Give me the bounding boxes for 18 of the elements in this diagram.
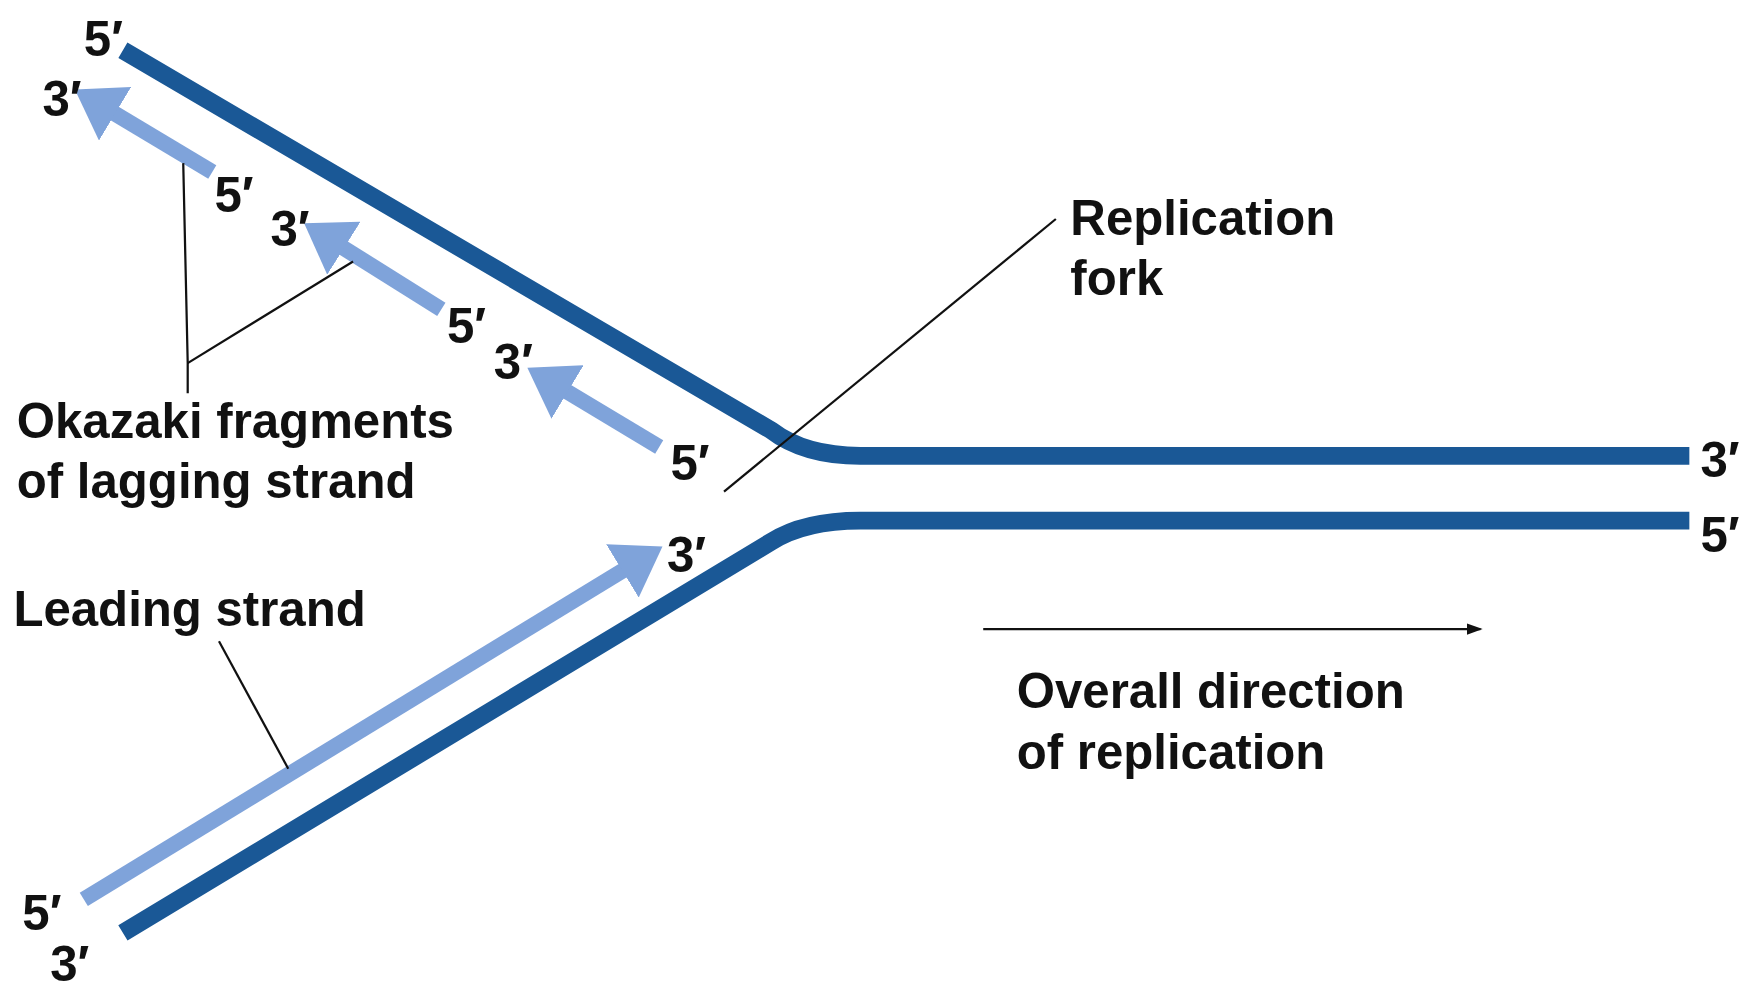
strand-end-label: 5′	[446, 297, 487, 356]
strand-end-label: 5′	[214, 166, 254, 225]
leader-line	[723, 218, 1057, 493]
strand-end-label: 5′	[83, 10, 123, 68]
strand-end-label: 3′	[667, 526, 707, 585]
leader-line	[187, 260, 354, 365]
leader-line	[182, 163, 189, 394]
strand-end-label: 3′	[42, 70, 82, 129]
strand-end-label: 3′	[270, 200, 310, 258]
replication-fork-label: Replication fork	[1070, 187, 1406, 309]
leader-line	[218, 640, 290, 770]
direction-label: Overall direction of replication	[1016, 662, 1406, 781]
strand-end-label: 5′	[1700, 506, 1740, 564]
strand-end-label: 3′	[493, 333, 533, 391]
leading-strand-label: Leading strand	[13, 578, 461, 640]
strand-end-label: 5′	[670, 434, 710, 493]
strand-end-label: 3′	[1700, 431, 1740, 490]
okazaki-label: Okazaki fragments of lagging strand	[16, 391, 498, 512]
